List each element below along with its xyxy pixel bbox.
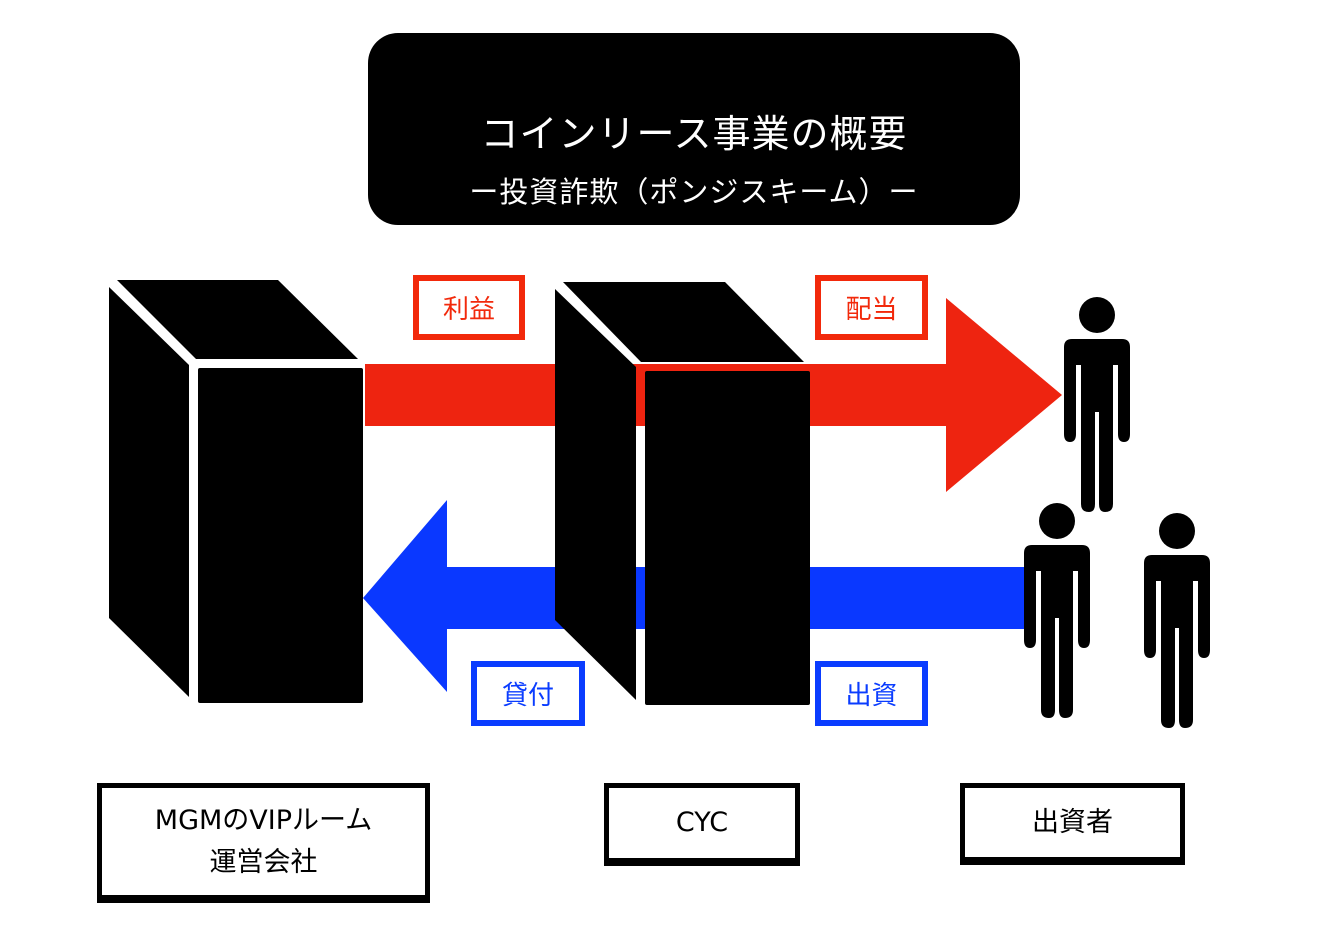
- building-front-face: [645, 371, 810, 705]
- flow-label-profit: 利益: [413, 275, 525, 340]
- building-top-face: [117, 280, 358, 359]
- building-top-face: [563, 282, 804, 362]
- title-box: コインリース事業の概要 ー投資詐欺（ポンジスキーム）ー: [368, 33, 1020, 225]
- entity-label-line: MGMのVIPルーム: [154, 804, 373, 836]
- entity-label-investors: 出資者: [960, 783, 1185, 865]
- building-side-face: [555, 289, 636, 700]
- entity-label-cyc: CYC: [604, 783, 800, 866]
- building-front-face: [198, 368, 363, 703]
- operator-building-icon: [109, 280, 363, 703]
- entity-label-line: 運営会社: [209, 846, 318, 878]
- flow-label-loan: 貸付: [471, 661, 585, 726]
- cyc-building-icon: [555, 282, 810, 705]
- diagram-title: コインリース事業の概要: [480, 112, 908, 156]
- person-icon: [1024, 503, 1090, 718]
- diagram-subtitle: ー投資詐欺（ポンジスキーム）ー: [469, 175, 919, 209]
- person-icon: [1064, 297, 1130, 512]
- person-icon: [1144, 513, 1210, 728]
- building-side-face: [109, 287, 189, 697]
- entity-label-operator: MGMのVIPルーム 運営会社: [97, 783, 430, 903]
- entity-label-line: CYC: [675, 807, 729, 839]
- flow-label-dividend: 配当: [815, 275, 928, 340]
- flow-label-investment: 出資: [815, 661, 928, 726]
- entity-label-line: 出資者: [1032, 806, 1113, 838]
